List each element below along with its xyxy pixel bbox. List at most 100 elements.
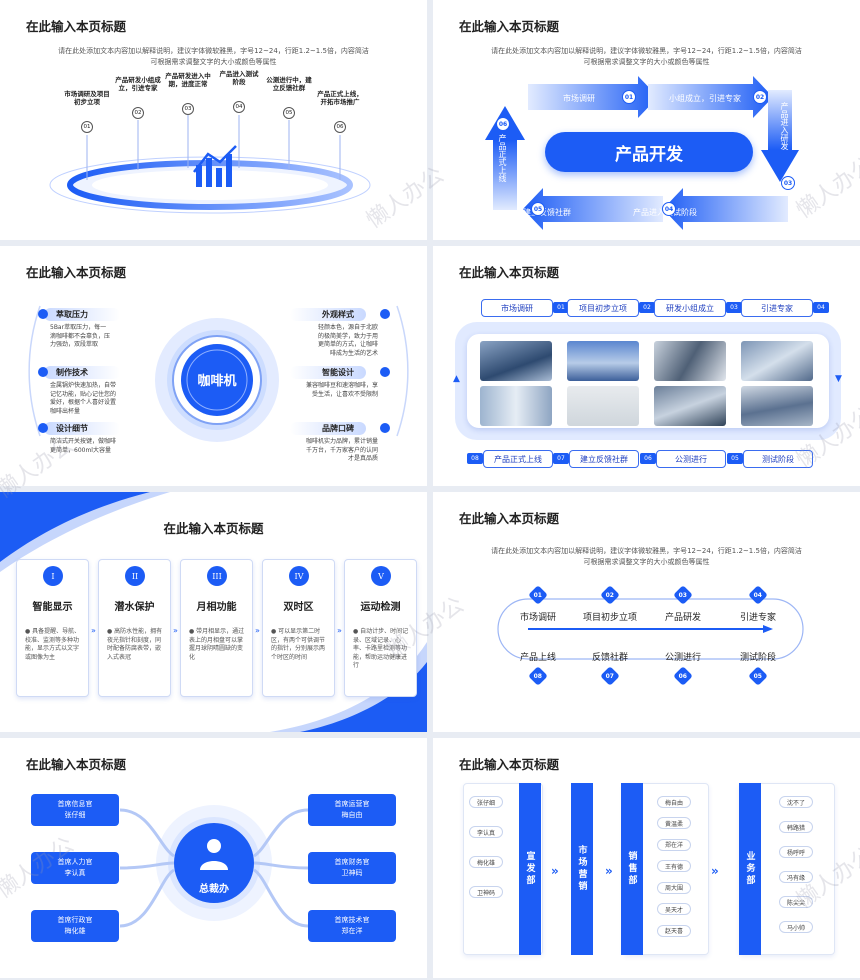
- role-name: 郑在洋: [341, 927, 363, 935]
- role-title: 首席人力官: [57, 858, 93, 866]
- role-tag: 首席信息官张仔细: [31, 794, 119, 826]
- card-heading: 月相功能: [196, 602, 237, 613]
- card-body: ● 高防水性能，拥有夜光指针和刻度，同时配备防腐表带，嵌入式表冠: [107, 628, 163, 661]
- step-number: 05: [283, 107, 295, 119]
- feature-body-line: 千万台，千万家客户的认同: [305, 446, 378, 454]
- slide-2: 在此输入本页标题 请在此处添加文本内容加以解释说明，建议字体微软雅黑，字号12~…: [433, 0, 860, 240]
- roman-numeral: II: [125, 566, 145, 586]
- step-label: 项目初步立项: [582, 613, 637, 623]
- feature-heading: 品牌口碑: [290, 422, 366, 435]
- center-label: 产品开发: [545, 132, 753, 172]
- member-name: 杨呼呼: [779, 846, 813, 858]
- feature-body-line: 受生活，让喜欢不受限制: [311, 390, 378, 398]
- step-number: 05: [727, 453, 743, 464]
- feature-body: 简洁式开关按键，做咖啡更简单，600ml大容量: [50, 438, 145, 455]
- cycle-number: 01: [622, 90, 636, 104]
- card-body: ● 具备提醒、导航、校准、监测等多种功能，显示方式以文字或图像为主: [25, 628, 81, 661]
- slide-description: 请在此处添加文本内容加以解释说明，建议字体微软雅黑，字号12~24，行距1.2~…: [491, 547, 802, 566]
- step-number: 01: [553, 302, 569, 313]
- bar-chart-icon: [193, 145, 237, 187]
- slide-title: 在此输入本页标题: [459, 265, 560, 280]
- loop-track: [497, 598, 804, 660]
- step-label: 测试阶段: [739, 653, 776, 663]
- member-name: 韩路猎: [779, 821, 813, 833]
- role-name: 卫神码: [341, 869, 363, 877]
- step-pill: 公测进行: [656, 450, 726, 468]
- step-number: 06: [640, 453, 656, 464]
- role-title: 首席财务官: [334, 858, 370, 866]
- chevron-right-icon: »: [605, 864, 613, 878]
- role-tag: 首席财务官卫神码: [308, 852, 396, 884]
- center-label: 咖啡机: [197, 374, 237, 389]
- role-tag: 首席行政官梅化雄: [31, 910, 119, 942]
- roman-numeral: III: [207, 566, 227, 586]
- card-heading: 智能显示: [32, 602, 73, 613]
- step-label: 反馈社群: [591, 653, 628, 663]
- step-number: 08: [533, 672, 543, 680]
- cycle-label: 市场调研: [563, 94, 595, 103]
- card-body: ● 自动计步、时间记录、区域记录、心率、卡路里检测等功能，帮助运动健康进行: [353, 628, 409, 669]
- building-photo: [654, 341, 726, 381]
- step-label-line1: 公测进行中，建: [266, 76, 312, 84]
- step-pill: 测试阶段: [743, 450, 813, 468]
- roman-numeral: I: [43, 566, 63, 586]
- member-name: 赵天喜: [657, 924, 691, 937]
- bullet-dot: [380, 367, 390, 377]
- cycle-label: 产品进入研发: [780, 102, 789, 150]
- cycle-label: 产品正式上线: [498, 134, 507, 182]
- feature-heading: 外观样式: [290, 308, 366, 321]
- step-label-line2: 期，进度正常: [168, 80, 208, 88]
- role-name: 张仔细: [64, 811, 86, 819]
- feature-body-line: 轻颜本色，源自于北欧: [317, 324, 378, 331]
- step-label-line1: 产品研发小组成: [115, 76, 161, 84]
- step-number: 02: [605, 591, 615, 599]
- step-number: 07: [553, 453, 569, 464]
- role-title: 首席信息官: [57, 800, 93, 808]
- step-number: 04: [753, 591, 763, 599]
- coffee-circle-graphic: [28, 305, 409, 442]
- feature-body-line: 简洁式开关按键，做咖啡: [50, 438, 117, 445]
- feature-heading: 制作技术: [44, 366, 120, 379]
- feature-body: 兼容咖啡豆和速溶咖啡，享受生活，让喜欢不受限制: [282, 382, 378, 399]
- member-name: 周大围: [657, 881, 691, 894]
- slide-description: 请在此处添加文本内容加以解释说明，建议字体微软雅黑，字号12~24，行距1.2~…: [58, 47, 369, 66]
- feature-body-line: 爱好，根据个人喜好设置: [50, 399, 117, 406]
- bullet-dot: [380, 423, 390, 433]
- step-pill: 研发小组成立: [654, 299, 726, 317]
- feature-body-line: 5Bar萃取压力，每一: [50, 324, 107, 331]
- step-label: 产品研发小组成立，引进专家: [103, 76, 173, 92]
- chevron-right-icon: »: [255, 626, 260, 635]
- platform-graphic: [49, 115, 371, 214]
- step-label: 产品进入测试阶段: [204, 70, 274, 86]
- member-name: 马小帅: [779, 921, 813, 933]
- step-pill: 市场调研: [481, 299, 553, 317]
- role-tag: 首席人力官李认真: [31, 852, 119, 884]
- org-connectors: [119, 805, 309, 928]
- step-number: 04: [233, 101, 245, 113]
- feature-card: I 智能显示 ● 具备提醒、导航、校准、监测等多种功能，显示方式以文字或图像为主: [16, 559, 89, 697]
- slide-title: 在此输入本页标题: [26, 265, 127, 280]
- cycle-number: 05: [531, 202, 545, 216]
- bullet-dot: [380, 309, 390, 319]
- step-number: 03: [182, 103, 194, 115]
- step-pill: 产品正式上线: [483, 450, 553, 468]
- wave-background: [0, 492, 427, 732]
- building-photo: [567, 386, 639, 426]
- slide-title: 在此输入本页标题: [163, 521, 264, 536]
- slide-title: 在此输入本页标题: [26, 19, 127, 34]
- cycle-number: 04: [662, 202, 676, 216]
- step-label: 市场调研: [519, 613, 556, 623]
- building-photo: [654, 386, 726, 426]
- slide-6: 在此输入本页标题 请在此处添加文本内容加以解释说明，建议字体微软雅黑，字号12~…: [433, 492, 860, 732]
- step-number: 06: [334, 121, 346, 133]
- member-name: 张仔细: [469, 796, 503, 808]
- step-number: 02: [132, 107, 144, 119]
- step-number: 05: [753, 672, 763, 680]
- chevron-right-icon: »: [91, 626, 96, 635]
- step-label-line2: 阶段: [232, 78, 246, 86]
- feature-body-line: 记忆功能，贴心记住您的: [50, 390, 117, 398]
